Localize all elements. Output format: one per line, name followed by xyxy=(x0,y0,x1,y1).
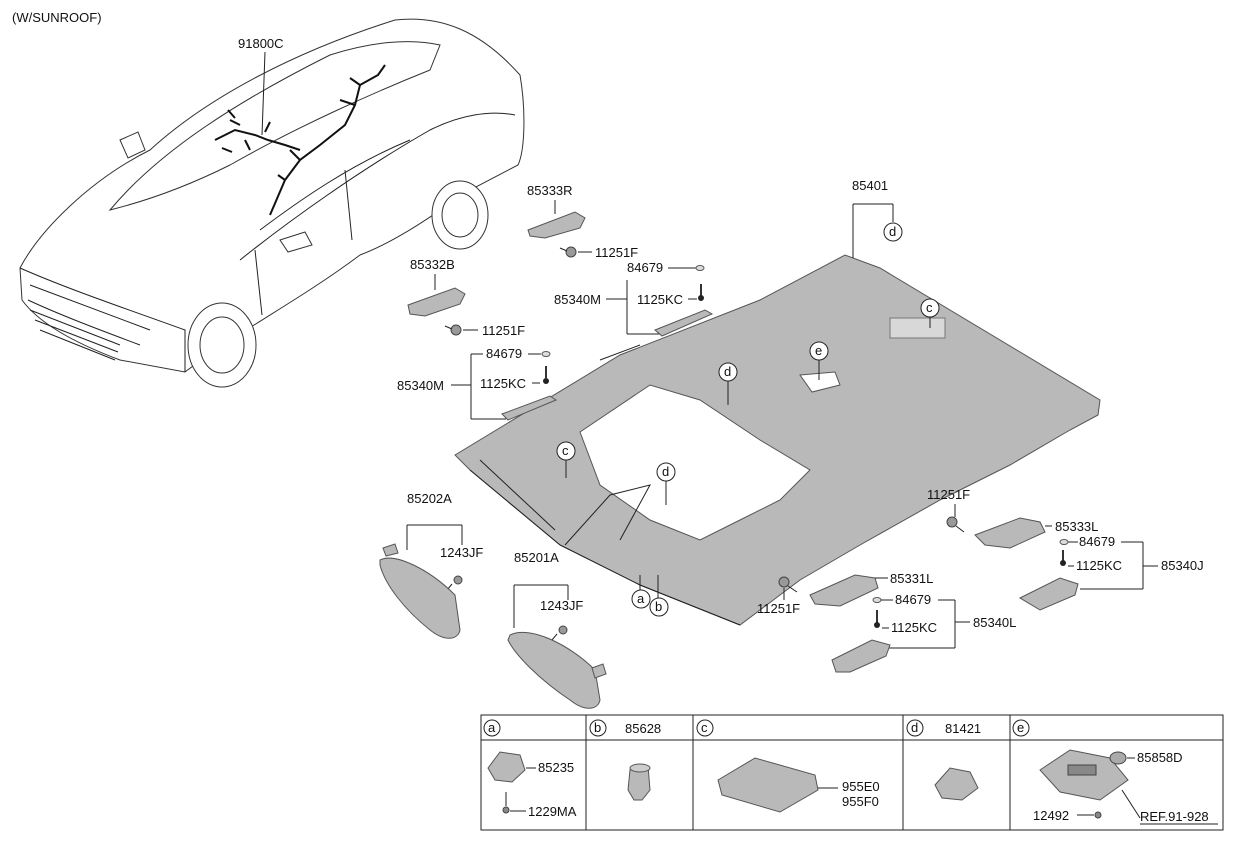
label-bolt-b: 11251F xyxy=(482,323,525,338)
grip-handle-m1 xyxy=(654,309,714,337)
table-letter-e: e xyxy=(1017,720,1024,735)
bolt-icon xyxy=(946,516,965,533)
trim-85333l xyxy=(974,517,1046,549)
sun-visor-right xyxy=(507,631,607,709)
screw-icon xyxy=(446,575,463,591)
label-headliner: 85401 xyxy=(852,178,888,193)
label-visor-r: 85201A xyxy=(514,550,559,565)
label-trim-l: 85333L xyxy=(1055,519,1098,534)
table-part-e2: 12492 xyxy=(1033,808,1069,823)
bolt-icon xyxy=(778,576,798,593)
label-bolt-a: 11251F xyxy=(595,245,638,260)
callout-e: e xyxy=(815,343,822,358)
label-cap-b: 84679 xyxy=(486,346,522,361)
table-title-b: 85628 xyxy=(625,721,661,736)
label-screw-b: 1125KC xyxy=(480,376,526,391)
parts-table: a 85235 1229MA b 85628 c 955E0 955F0 d 8… xyxy=(480,714,1224,831)
overhead-console xyxy=(1039,749,1129,801)
screw-icon xyxy=(874,610,880,628)
label-visor-screw-l: 1243JF xyxy=(440,545,483,560)
screw-icon xyxy=(543,366,549,384)
table-letter-b: b xyxy=(594,720,601,735)
callout-c-front: c xyxy=(562,443,569,458)
sunroof-note: (W/SUNROOF) xyxy=(12,10,102,25)
sun-visor-left xyxy=(379,543,461,639)
grip-handle-m2 xyxy=(501,395,558,421)
table-part-a2: 1229MA xyxy=(528,804,577,819)
car-illustration xyxy=(19,18,525,388)
label-visor-screw-r: 1243JF xyxy=(540,598,583,613)
label-grip-m2: 85340M xyxy=(397,378,444,393)
headliner-panel xyxy=(454,254,1101,626)
label-grip-m1: 85340M xyxy=(554,292,601,307)
table-letter-a: a xyxy=(488,720,496,735)
label-wiring: 91800C xyxy=(238,36,284,51)
label-bracket-l: 85331L xyxy=(890,571,933,586)
label-screw-c: 1125KC xyxy=(1076,558,1122,573)
table-letter-c: c xyxy=(701,720,708,735)
grip-handle-l xyxy=(831,639,891,673)
clip-85628 xyxy=(627,763,651,801)
label-screw-a: 1125KC xyxy=(637,292,683,307)
table-part-e1: 85858D xyxy=(1137,750,1183,765)
screw-icon xyxy=(698,284,704,301)
bolt-icon xyxy=(444,324,462,336)
bolt-icon xyxy=(559,246,577,258)
callout-d-center: d xyxy=(724,364,731,379)
label-grip-j: 85340J xyxy=(1161,558,1204,573)
label-grip-l: 85340L xyxy=(973,615,1016,630)
trim-85333r xyxy=(527,211,586,239)
screw-icon xyxy=(551,625,568,641)
label-cap-a: 84679 xyxy=(627,260,663,275)
label-visor-l: 85202A xyxy=(407,491,452,506)
label-trim-b: 85332B xyxy=(410,257,455,272)
label-cap-c: 84679 xyxy=(1079,534,1115,549)
table-part-e3: REF.91-928 xyxy=(1140,809,1209,824)
table-part-c1: 955E0 xyxy=(842,779,880,794)
table-title-d: 81421 xyxy=(945,721,981,736)
callout-a: a xyxy=(637,591,645,606)
grip-handle-j xyxy=(1018,577,1079,611)
callout-d-headliner: d xyxy=(889,224,896,239)
table-letter-d: d xyxy=(911,720,918,735)
label-trim-r: 85333R xyxy=(527,183,573,198)
table-part-a1: 85235 xyxy=(538,760,574,775)
label-screw-d: 1125KC xyxy=(891,620,937,635)
roof-wiring-harness xyxy=(214,64,386,216)
bracket-85331l xyxy=(809,574,879,607)
screw-icon xyxy=(1060,550,1066,566)
label-cap-d: 84679 xyxy=(895,592,931,607)
map-lamp-bracket xyxy=(487,751,526,783)
clip-85858d xyxy=(1109,751,1127,765)
clip-81421 xyxy=(934,767,979,801)
callout-b: b xyxy=(655,599,662,614)
callout-d-front: d xyxy=(662,464,669,479)
sensor-module xyxy=(717,757,819,813)
table-part-c2: 955F0 xyxy=(842,794,879,809)
callout-c-rear: c xyxy=(926,300,933,315)
label-bolt-d: 11251F xyxy=(757,601,800,616)
label-bolt-c: 11251F xyxy=(927,487,970,502)
trim-85332b xyxy=(407,287,466,317)
